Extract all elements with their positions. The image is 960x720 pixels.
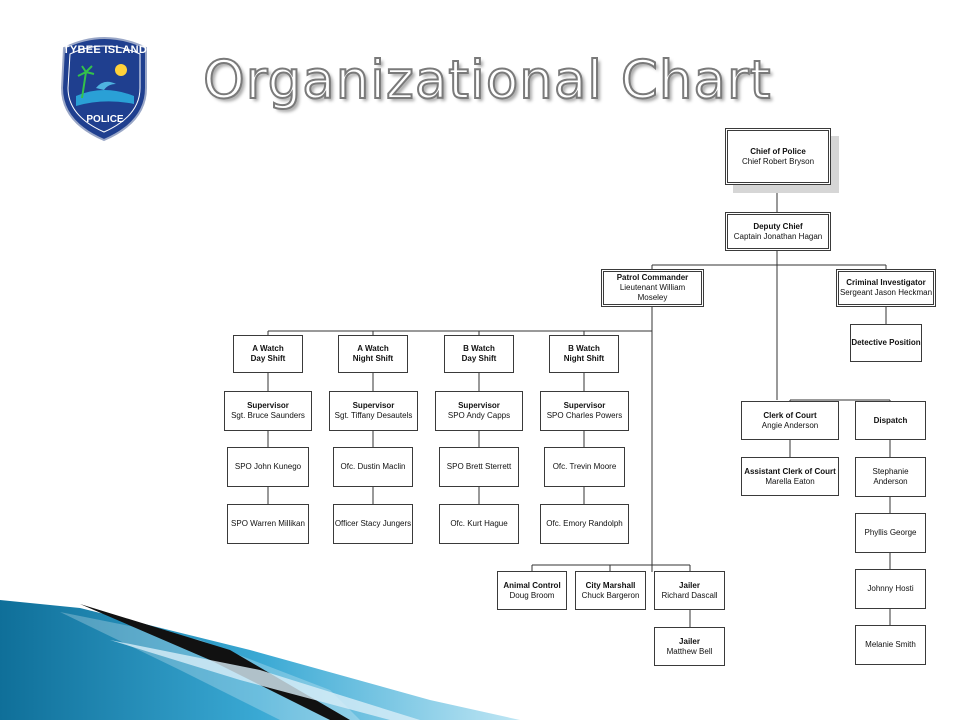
city-marshall-box: City Marshall Chuck Bargeron: [575, 571, 646, 610]
supervisor-title: Supervisor: [458, 401, 500, 410]
dispatcher-box: Stephanie Anderson: [855, 457, 926, 497]
detective-position-box: Detective Position: [850, 324, 922, 362]
chief-of-police-box: Chief of Police Chief Robert Bryson: [725, 128, 831, 185]
detective-title: Detective Position: [851, 338, 921, 347]
dispatcher-box: Phyllis George: [855, 513, 926, 553]
b-watch-night-shift-box: B Watch Night Shift: [549, 335, 619, 373]
animal-title: Animal Control: [503, 580, 561, 590]
dispatch-box: Dispatch: [855, 401, 926, 440]
clerk-name: Angie Anderson: [761, 420, 819, 430]
criminal-title: Criminal Investigator: [846, 278, 926, 287]
asst-clerk-name: Marella Eaton: [765, 476, 815, 486]
watch-title: B Watch: [463, 344, 495, 353]
officer-box: Ofc. Kurt Hague: [439, 504, 519, 544]
animal-control-box: Animal Control Doug Broom: [497, 571, 567, 610]
clerk-of-court-box: Clerk of Court Angie Anderson: [741, 401, 839, 440]
assistant-clerk-box: Assistant Clerk of Court Marella Eaton: [741, 457, 839, 496]
officer-name: Officer Stacy Jungers: [334, 519, 412, 528]
supervisor-box: Supervisor SPO Charles Powers: [540, 391, 629, 431]
officer-box: Officer Stacy Jungers: [333, 504, 413, 544]
officer-box: SPO Brett Sterrett: [439, 447, 519, 487]
dispatcher-name: Melanie Smith: [865, 640, 916, 649]
watch-shift: Night Shift: [563, 354, 605, 363]
supervisor-name: Sgt. Tiffany Desautels: [334, 411, 413, 420]
supervisor-box: Supervisor Sgt. Tiffany Desautels: [329, 391, 418, 431]
chief-name: Chief Robert Bryson: [741, 156, 815, 166]
chief-title: Chief of Police: [750, 146, 806, 156]
asst-clerk-title: Assistant Clerk of Court: [744, 466, 836, 476]
deputy-title: Deputy Chief: [753, 221, 803, 231]
supervisor-name: SPO Charles Powers: [546, 411, 623, 420]
patrol-title: Patrol Commander: [616, 273, 689, 282]
officer-box: Ofc. Trevin Moore: [544, 447, 625, 487]
officer-name: SPO Warren Millikan: [231, 519, 305, 528]
deputy-chief-box: Deputy Chief Captain Jonathan Hagan: [725, 212, 831, 251]
dispatcher-name: Phyllis George: [864, 528, 917, 537]
clerk-title: Clerk of Court: [763, 410, 817, 420]
officer-name: Ofc. Trevin Moore: [552, 462, 617, 471]
patrol-name: Lieutenant William Moseley: [619, 283, 686, 302]
jailer-title: Jailer: [679, 580, 700, 590]
watch-title: A Watch: [252, 344, 284, 353]
criminal-name: Sergeant Jason Heckman: [839, 288, 933, 297]
watch-title: A Watch: [357, 344, 389, 353]
supervisor-box: Supervisor SPO Andy Capps: [435, 391, 523, 431]
a-watch-night-shift-box: A Watch Night Shift: [338, 335, 408, 373]
officer-name: SPO John Kunego: [234, 462, 302, 471]
supervisor-title: Supervisor: [352, 401, 395, 410]
jailer-name: Richard Dascall: [661, 590, 718, 600]
marshall-title: City Marshall: [585, 580, 636, 590]
officer-name: Ofc. Emory Randolph: [546, 519, 623, 528]
officer-name: SPO Brett Sterrett: [446, 462, 512, 471]
animal-name: Doug Broom: [509, 590, 555, 600]
marshall-name: Chuck Bargeron: [581, 590, 640, 600]
badge-bottom-text: POLICE: [86, 114, 124, 125]
dispatch-title: Dispatch: [873, 415, 908, 425]
officer-box: Ofc. Emory Randolph: [540, 504, 629, 544]
supervisor-box: Supervisor Sgt. Bruce Saunders: [224, 391, 312, 431]
b-watch-day-shift-box: B Watch Day Shift: [444, 335, 514, 373]
watch-shift: Day Shift: [461, 354, 497, 363]
officer-box: SPO Warren Millikan: [227, 504, 309, 544]
criminal-investigator-box: Criminal Investigator Sergeant Jason Hec…: [836, 269, 936, 307]
patrol-commander-box: Patrol Commander Lieutenant William Mose…: [601, 269, 704, 307]
jailer-box: Jailer Richard Dascall: [654, 571, 725, 610]
watch-shift: Day Shift: [250, 354, 286, 363]
officer-name: Ofc. Kurt Hague: [450, 519, 508, 528]
supervisor-name: Sgt. Bruce Saunders: [231, 411, 305, 420]
dispatcher-name: Stephanie: [872, 467, 909, 476]
dispatcher-name: Johnny Hosti: [867, 584, 914, 593]
supervisor-title: Supervisor: [247, 401, 289, 410]
watch-title: B Watch: [568, 344, 600, 353]
page-title: Organizational Chart: [202, 49, 772, 112]
jailer-name: Matthew Bell: [666, 646, 713, 656]
watch-shift: Night Shift: [352, 354, 394, 363]
badge-top-text: TYBEE ISLAND: [62, 44, 148, 56]
dispatcher-name-line2: Anderson: [873, 477, 908, 486]
jailer-box: Jailer Matthew Bell: [654, 627, 725, 666]
dispatcher-box: Johnny Hosti: [855, 569, 926, 609]
dispatcher-box: Melanie Smith: [855, 625, 926, 665]
a-watch-day-shift-box: A Watch Day Shift: [233, 335, 303, 373]
deputy-name: Captain Jonathan Hagan: [733, 231, 823, 241]
officer-box: Ofc. Dustin Maclin: [333, 447, 413, 487]
officer-box: SPO John Kunego: [227, 447, 309, 487]
supervisor-title: Supervisor: [563, 401, 606, 410]
supervisor-name: SPO Andy Capps: [447, 411, 511, 420]
jailer-title: Jailer: [679, 636, 700, 646]
officer-name: Ofc. Dustin Maclin: [340, 462, 406, 471]
